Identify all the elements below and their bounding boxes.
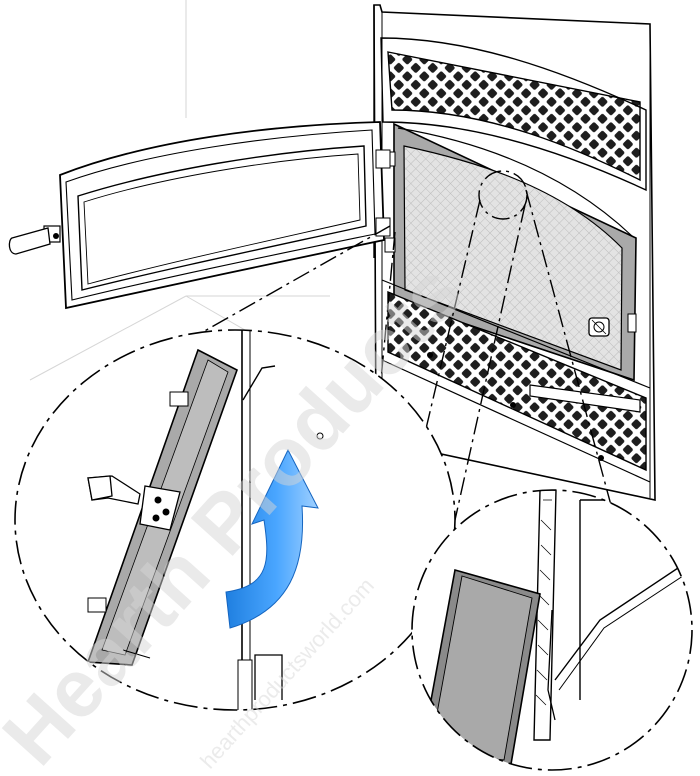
curved-up-arrow-icon	[225, 448, 319, 629]
lower-grille	[387, 290, 647, 472]
open-door-glass	[77, 145, 367, 291]
handle-icon	[8, 225, 61, 255]
upper-grille	[387, 51, 641, 182]
detail-callout-left	[14, 329, 456, 711]
open-door	[8, 121, 391, 310]
knob-icon	[588, 317, 610, 337]
detail-callout-right	[411, 489, 693, 771]
